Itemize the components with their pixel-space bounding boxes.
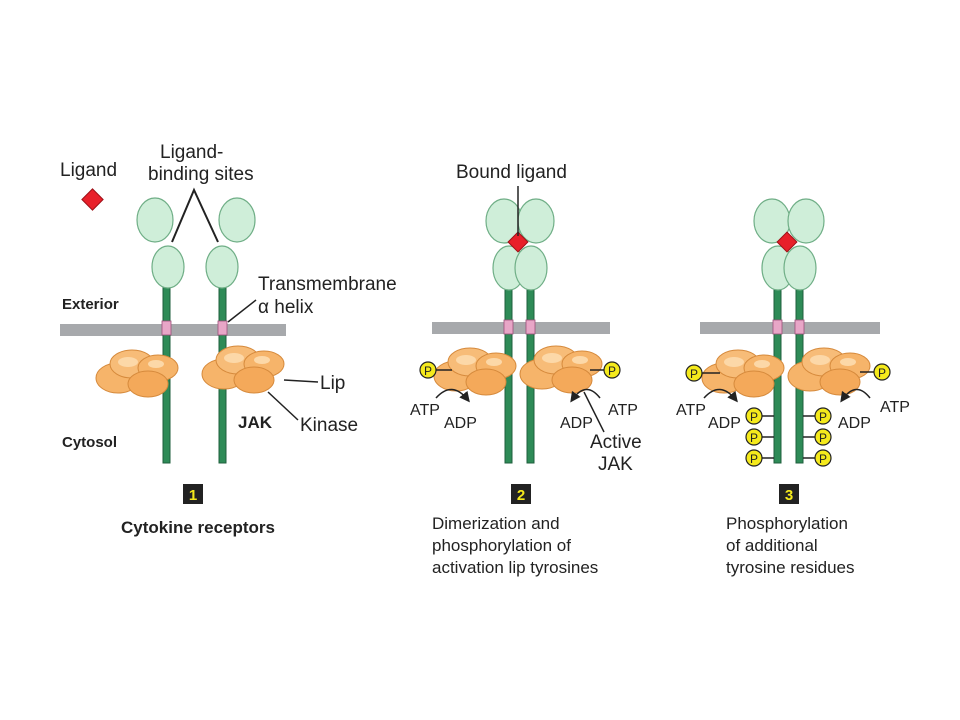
phosphate-badge: P — [803, 428, 832, 446]
panel-1-caption: Cytokine receptors — [121, 518, 275, 537]
ligand-icon — [81, 188, 104, 211]
bound-ligand-label: Bound ligand — [456, 162, 567, 183]
bound-ligand-icon — [507, 231, 529, 253]
panel-2-caption-line2: phosphorylation of — [432, 536, 571, 555]
atp-adp-arrow-left — [703, 388, 738, 403]
atp-adp-arrow-right — [570, 388, 601, 403]
jak-left — [95, 349, 179, 398]
panel-2: Bound ligand P P ATP ADP ADP ATP Active … — [410, 162, 642, 577]
active-jak-pointer — [583, 391, 605, 433]
jak-left — [433, 347, 517, 396]
step-1-box — [183, 484, 203, 504]
kinase-pointer — [267, 391, 299, 421]
transmembrane-pointer — [227, 299, 257, 323]
lip-label: Lip — [320, 373, 345, 394]
phosphate-badge: P — [803, 449, 832, 467]
svg-text:P: P — [819, 452, 827, 466]
cytosol-label: Cytosol — [62, 434, 117, 451]
atp-right-label: ATP — [880, 399, 910, 416]
phosphate-badge: P — [685, 364, 720, 382]
step-3-number: 3 — [785, 487, 793, 504]
active-jak-label-line1: Active — [590, 432, 642, 453]
step-1-number: 1 — [189, 487, 197, 504]
lip-pointer — [283, 379, 319, 383]
exterior-label: Exterior — [62, 296, 119, 313]
panel-2-caption-line1: Dimerization and — [432, 514, 560, 533]
svg-text:P: P — [819, 431, 827, 445]
phosphate-badge: P — [590, 361, 621, 379]
binding-sites-label-line2: binding sites — [148, 164, 254, 185]
jak-label: JAK — [238, 413, 273, 432]
svg-text:P: P — [750, 452, 758, 466]
panel-3-caption-line1: Phosphorylation — [726, 514, 848, 533]
phosphate-badge: P — [419, 361, 452, 379]
phosphate-badge: P — [745, 428, 774, 446]
phosphate-badge: P — [860, 363, 891, 381]
svg-text:P: P — [819, 410, 827, 424]
panel-3-caption-line3: tyrosine residues — [726, 558, 855, 577]
adp-left-label: ADP — [708, 415, 741, 432]
active-jak-label-line2: JAK — [598, 454, 633, 475]
ligand-label: Ligand — [60, 160, 117, 181]
step-2-number: 2 — [517, 487, 525, 504]
atp-left-label: ATP — [410, 402, 440, 419]
transmembrane-label-line2: α helix — [258, 297, 314, 318]
transmembrane-label-line1: Transmembrane — [258, 274, 397, 295]
svg-text:P: P — [750, 410, 758, 424]
svg-text:P: P — [750, 431, 758, 445]
binding-sites-pointer — [171, 187, 219, 243]
panel-3: P P P P P P P P ATP ADP ADP ATP 3 Phosph… — [676, 198, 910, 577]
phosphate-badge: P — [745, 449, 774, 467]
svg-text:P: P — [690, 367, 698, 381]
membrane-bar — [60, 324, 286, 336]
jak-right — [201, 345, 285, 394]
adp-left-label: ADP — [444, 415, 477, 432]
svg-text:P: P — [608, 364, 616, 378]
svg-text:P: P — [878, 366, 886, 380]
adp-right-label: ADP — [560, 415, 593, 432]
atp-right-label: ATP — [608, 402, 638, 419]
step-2-box — [511, 484, 531, 504]
phosphate-badge: P — [745, 407, 774, 425]
panel-3-caption-line2: of additional — [726, 536, 818, 555]
panel-1: Ligand Ligand- binding sites Transmembra… — [60, 142, 397, 537]
binding-sites-label-line1: Ligand- — [160, 142, 223, 163]
phosphate-badge: P — [803, 407, 832, 425]
adp-right-label: ADP — [838, 415, 871, 432]
step-3-box — [779, 484, 799, 504]
panel-2-caption-line3: activation lip tyrosines — [432, 558, 598, 577]
atp-adp-arrow-right — [840, 388, 871, 403]
svg-text:P: P — [424, 364, 432, 378]
atp-adp-arrow-left — [435, 388, 470, 403]
bound-ligand-icon — [776, 231, 798, 253]
kinase-label: Kinase — [300, 415, 358, 436]
membrane-bar — [432, 322, 610, 334]
atp-left-label: ATP — [676, 402, 706, 419]
membrane-bar — [700, 322, 880, 334]
